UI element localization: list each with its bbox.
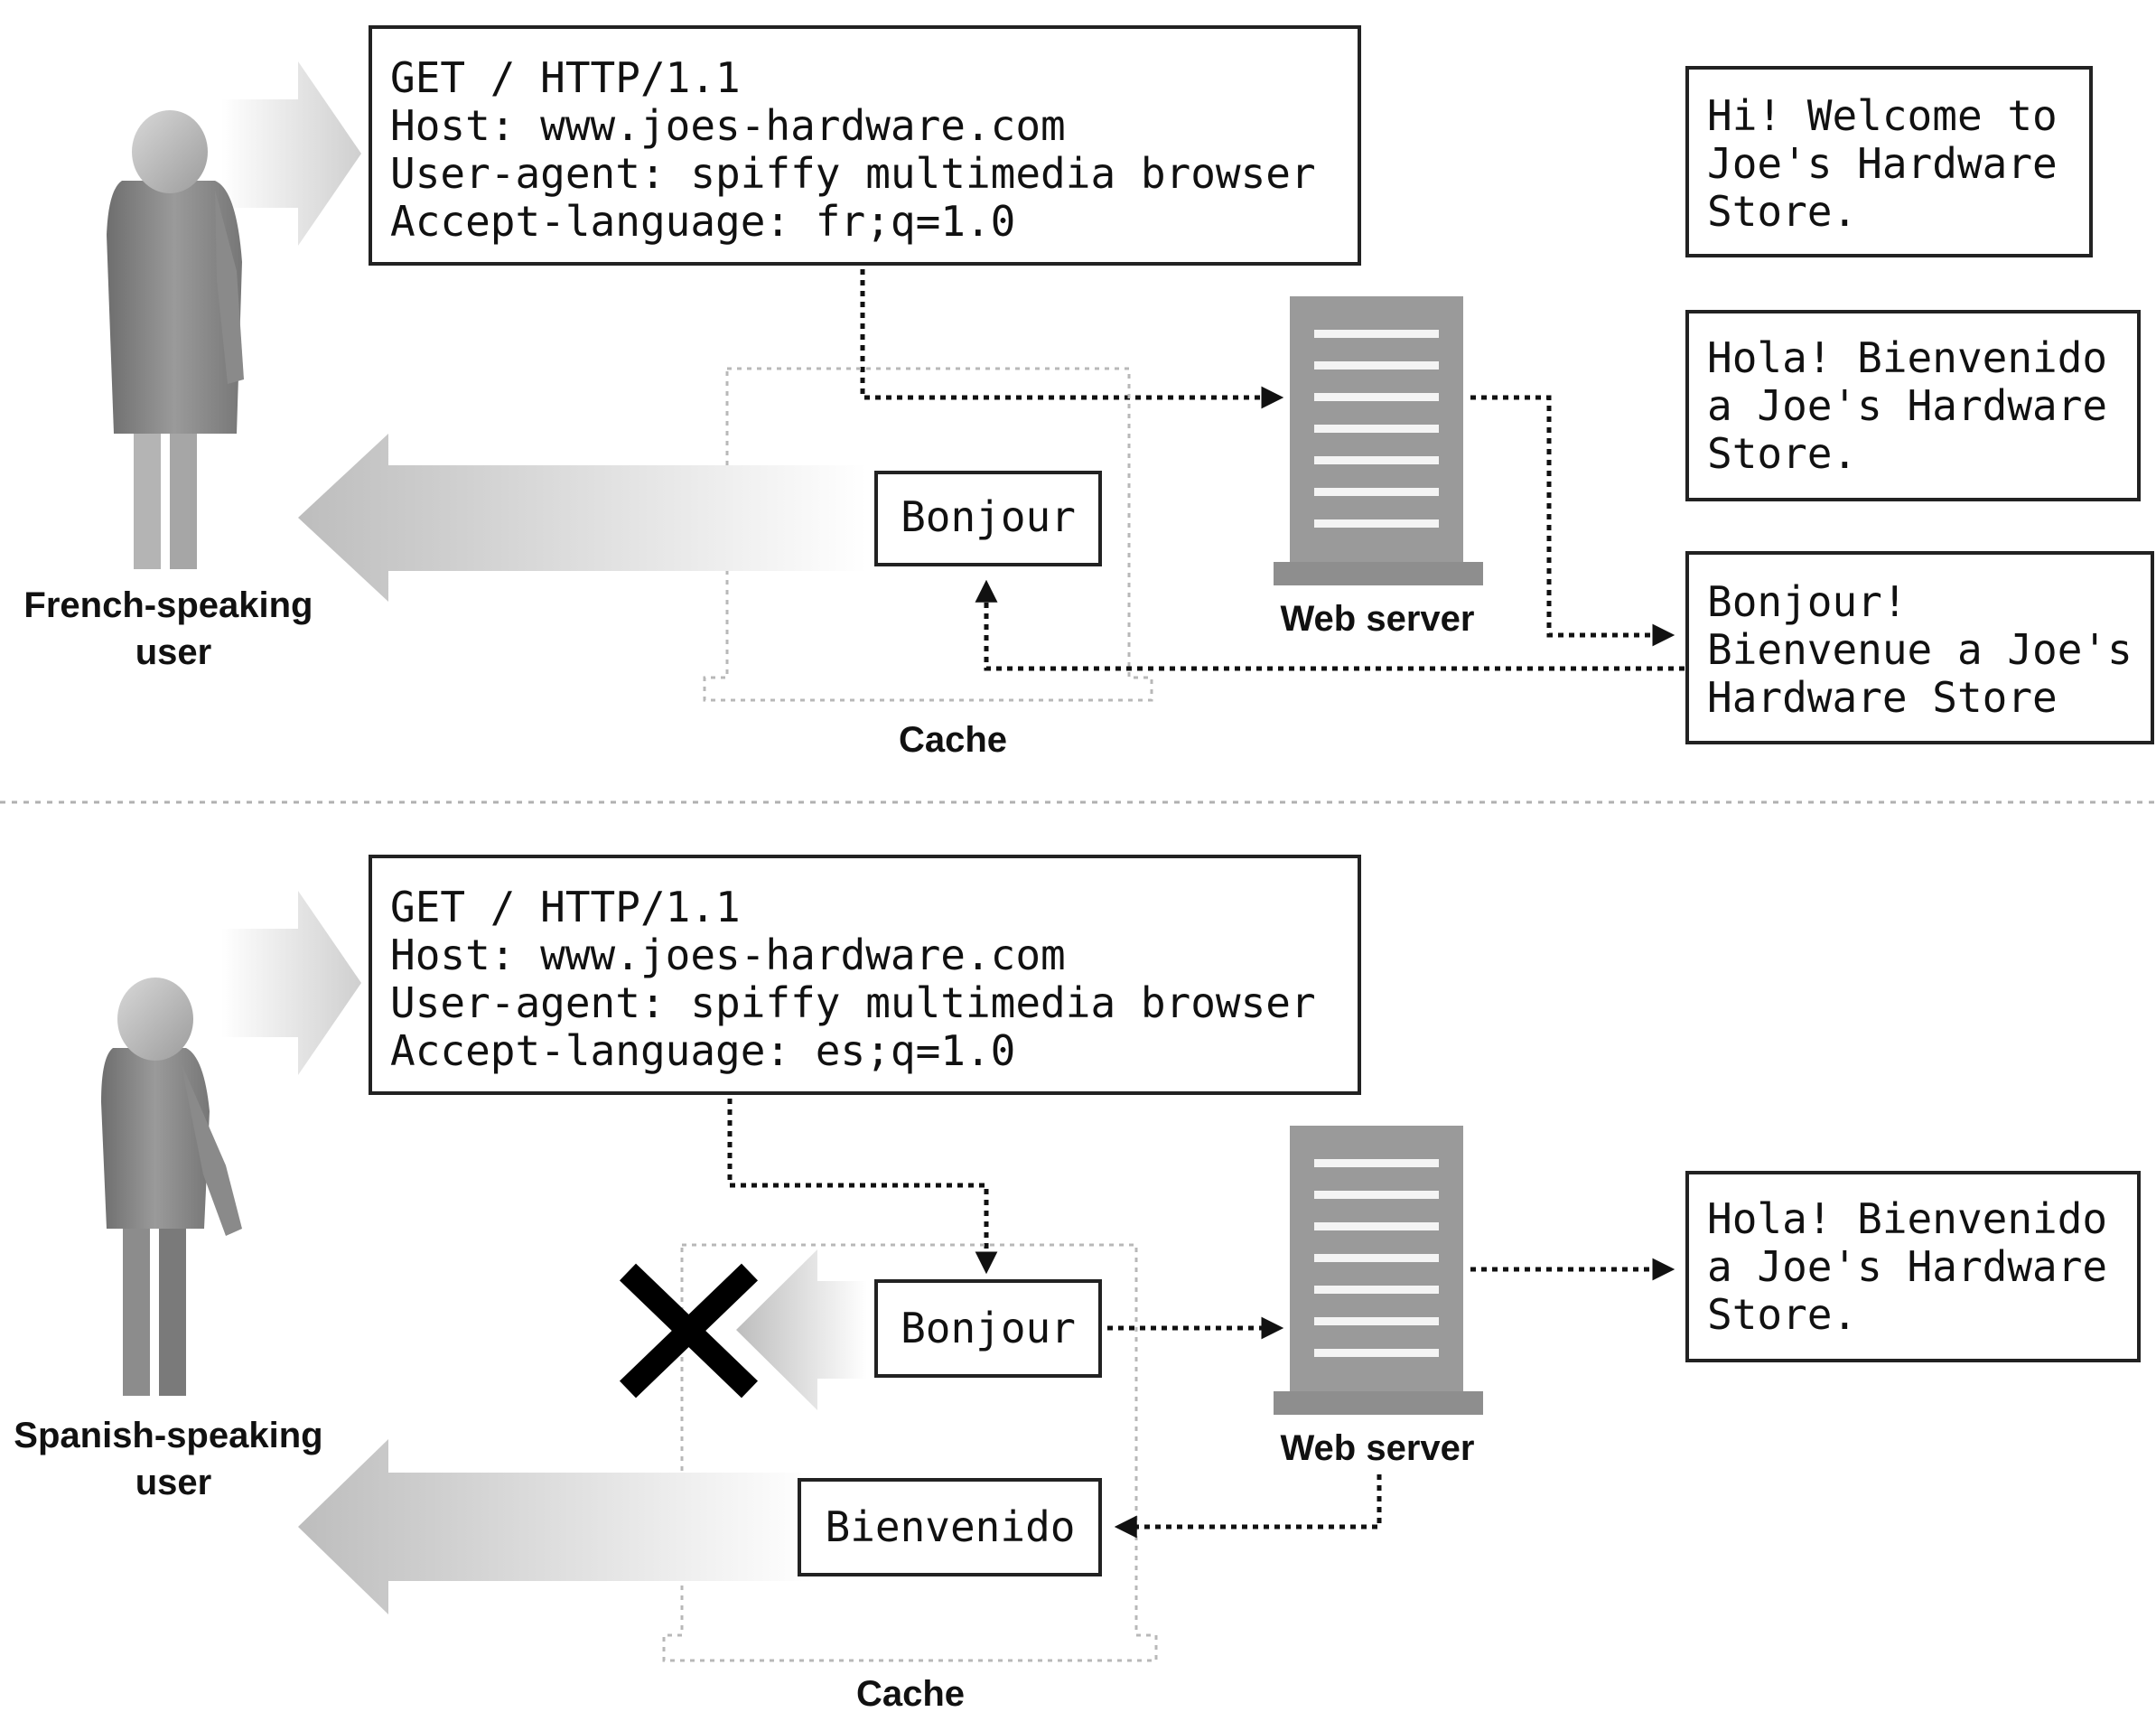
doc-spanish-box-top bbox=[1685, 310, 2141, 501]
web-server-label-top: Web server bbox=[1281, 599, 1475, 639]
request-box-top bbox=[369, 25, 1361, 266]
cached-doc-box-top bbox=[874, 471, 1102, 566]
doc-french: Bonjour! Bienvenue a Joe's Hardware Stor… bbox=[1707, 577, 2156, 722]
doc-french-box bbox=[1685, 551, 2154, 744]
cached-doc-box-bottom bbox=[874, 1279, 1102, 1378]
request-to-server-line-top bbox=[860, 269, 1284, 409]
doc-english: Hi! Welcome to Joe's Hardware Store. bbox=[1707, 91, 2082, 236]
french-user-label: French-speaking user bbox=[23, 585, 322, 672]
response-flow-arrow-bottom bbox=[298, 1439, 813, 1614]
server-to-french-doc-line bbox=[1470, 395, 1675, 647]
cache-label-top: Cache bbox=[899, 720, 1007, 760]
cache-outline-top bbox=[703, 367, 1153, 702]
doc-spanish-top: Hola! Bienvenido a Joe's Hardware Store. bbox=[1707, 333, 2133, 478]
spanish-user-label: Spanish-speaking user bbox=[14, 1416, 332, 1502]
returned-doc: Bienvenido bbox=[826, 1502, 1076, 1551]
web-server-label-bottom: Web server bbox=[1281, 1428, 1475, 1468]
request-text-bottom: GET / HTTP/1.1 Host: www.joes-hardware.c… bbox=[390, 883, 1340, 1075]
french-doc-to-cache-line bbox=[975, 579, 1685, 671]
request-box-bottom bbox=[369, 855, 1361, 1095]
returned-doc-box bbox=[798, 1478, 1102, 1576]
request-text-top: GET / HTTP/1.1 Host: www.joes-hardware.c… bbox=[390, 53, 1340, 246]
french-user-figure bbox=[107, 110, 244, 569]
cached-doc-top: Bonjour bbox=[901, 492, 1076, 541]
web-server-icon-bottom bbox=[1274, 1126, 1483, 1415]
spanish-user-figure bbox=[101, 978, 242, 1396]
request-flow-arrow-top bbox=[221, 61, 361, 246]
response-flow-arrow-top bbox=[298, 434, 867, 602]
request-to-cache-line-bottom bbox=[727, 1099, 998, 1275]
request-flow-arrow-bottom bbox=[221, 891, 361, 1075]
cached-doc-bottom: Bonjour bbox=[901, 1304, 1076, 1352]
server-to-returned-doc-line bbox=[1114, 1474, 1382, 1539]
doc-english-box bbox=[1685, 66, 2093, 257]
cache-label-bottom: Cache bbox=[856, 1674, 965, 1712]
rejected-x-icon bbox=[619, 1263, 759, 1399]
rejected-response-arrow bbox=[736, 1249, 867, 1410]
doc-spanish-box-bottom bbox=[1685, 1171, 2141, 1362]
doc-spanish-bottom: Hola! Bienvenido a Joe's Hardware Store. bbox=[1707, 1194, 2133, 1339]
web-server-icon-top bbox=[1274, 296, 1483, 585]
